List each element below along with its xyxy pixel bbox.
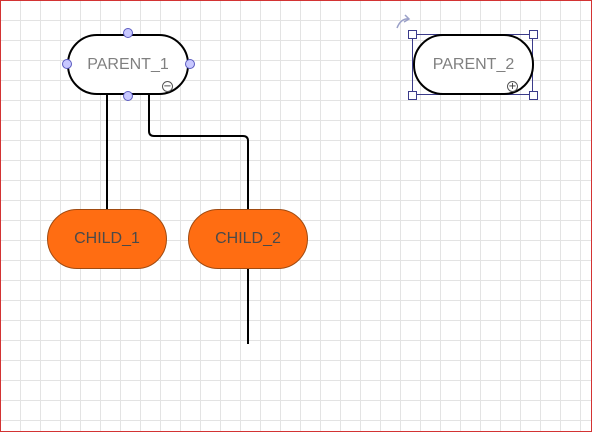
parent-2-label: PARENT_2 — [432, 55, 515, 73]
parent-2-resize-handle-nw[interactable] — [408, 30, 417, 39]
parent-1-handle-left[interactable] — [62, 59, 72, 69]
parent-1-handle-top[interactable] — [123, 28, 133, 38]
rotate-arrowhead — [403, 14, 411, 23]
child-1-label: CHILD_1 — [74, 230, 140, 247]
child-2-node[interactable]: CHILD_2 — [188, 209, 308, 269]
parent-1-label: PARENT_1 — [87, 55, 169, 73]
expand-plus-icon[interactable]: + — [507, 81, 518, 92]
child-2-label: CHILD_2 — [215, 230, 281, 247]
child-1-node[interactable]: CHILD_1 — [47, 209, 167, 269]
parent-1-handle-bottom[interactable] — [123, 91, 133, 101]
collapse-minus-icon[interactable]: − — [162, 81, 173, 92]
parent-2-node[interactable]: PARENT_2 — [413, 34, 534, 95]
parent-2-resize-handle-se[interactable] — [529, 91, 538, 100]
parent-1-handle-right[interactable] — [185, 59, 195, 69]
parent-2-resize-handle-ne[interactable] — [529, 30, 538, 39]
parent-2-resize-handle-sw[interactable] — [408, 91, 417, 100]
edge-parent1-child2[interactable] — [148, 95, 249, 209]
